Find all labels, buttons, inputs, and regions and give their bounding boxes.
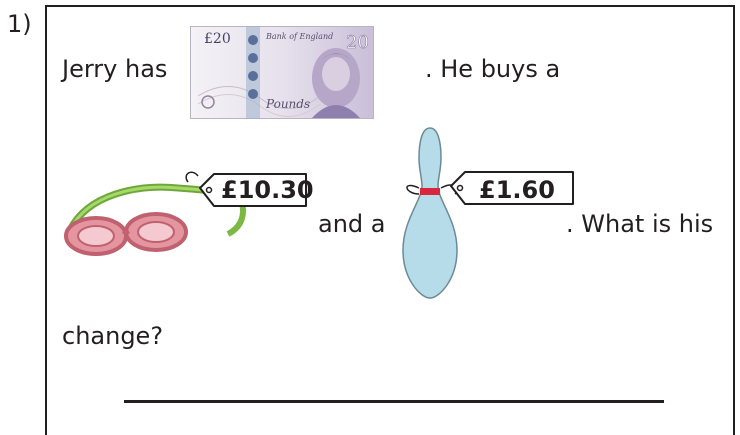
goggles-image: £10.30 <box>64 171 314 256</box>
note-word: Pounds <box>265 97 310 111</box>
twenty-pound-note-image: £20 Bank of England 20 Pounds <box>190 26 374 119</box>
text-change: change? <box>62 322 164 350</box>
text-he-buys-a: . He buys a <box>425 55 561 83</box>
text-and-a: and a <box>318 210 386 238</box>
bowling-pin-image: £1.60 <box>402 127 574 299</box>
question-frame <box>45 5 735 435</box>
note-denomination: £20 <box>204 31 231 47</box>
answer-line[interactable] <box>124 400 664 403</box>
goggles-price-tag: £10.30 <box>221 176 314 204</box>
question-number: 1) <box>7 10 32 38</box>
note-corner-value: 20 <box>346 32 369 53</box>
note-header: Bank of England <box>265 32 333 41</box>
text-what-is-his: . What is his <box>566 210 714 238</box>
text-jerry-has: Jerry has <box>62 55 168 83</box>
bowling-pin-price-tag: £1.60 <box>479 176 555 204</box>
